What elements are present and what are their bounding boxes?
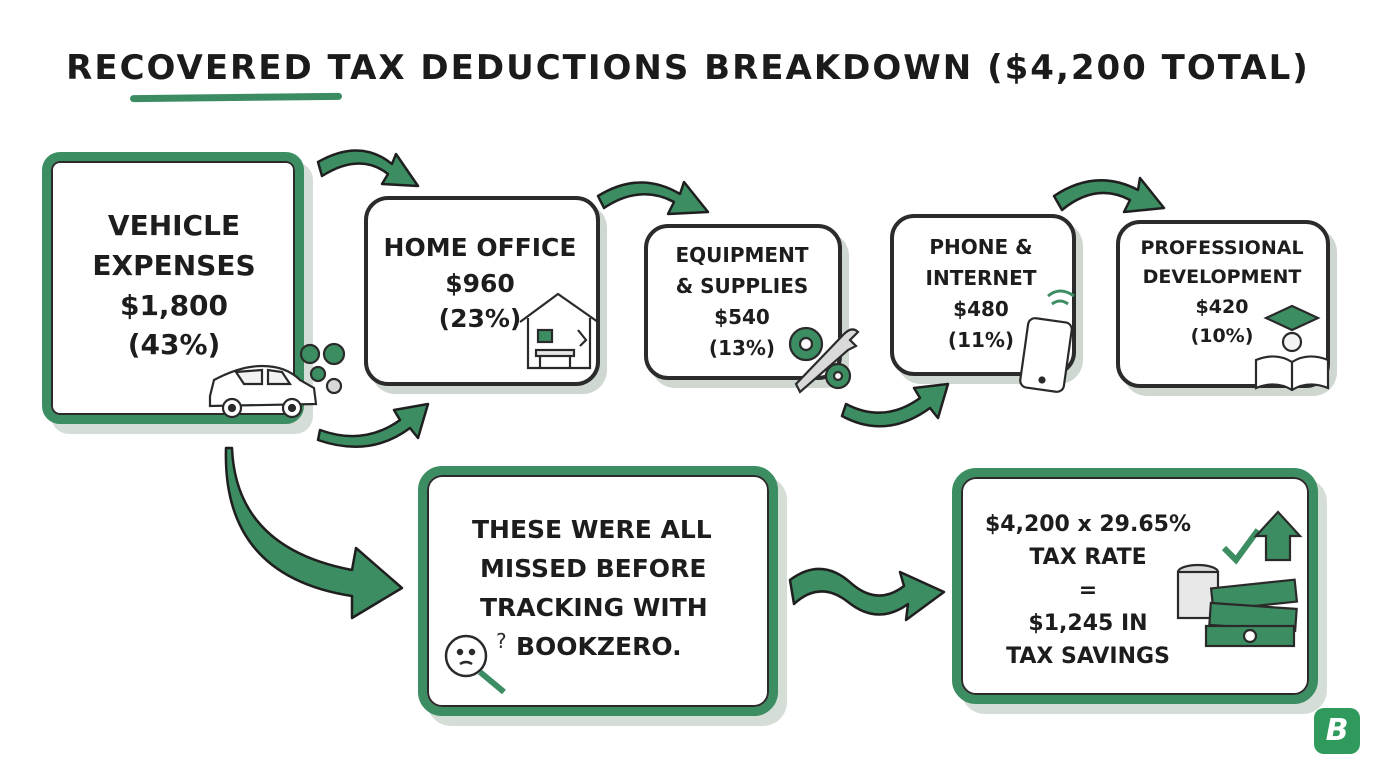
phone-name-line-2: INTERNET (925, 266, 1037, 290)
home-office-percent: (23%) (438, 304, 522, 333)
arrow-vehicle-lower (316, 402, 430, 448)
house-desk-icon (519, 292, 599, 370)
car-money-icon (208, 342, 346, 419)
phone-internet-label: PHONE & INTERNET $480 (11%) (906, 232, 1056, 356)
vehicle-name-line-1: VEHICLE (107, 209, 241, 242)
equipment-amount: $540 (714, 305, 770, 329)
professional-development-label: PROFESSIONAL DEVELOPMENT $420 (10%) (1124, 234, 1320, 352)
arrow-vehicle-to-missed-note (224, 446, 404, 620)
missed-line-3: TRACKING WITH (480, 593, 708, 622)
equipment-supplies-label: EQUIPMENT & SUPPLIES $540 (13%) (662, 240, 822, 364)
smartphone-wifi-icon (1019, 289, 1075, 393)
professional-name-line-2: DEVELOPMENT (1142, 266, 1302, 289)
phone-percent: (11%) (947, 328, 1015, 352)
arrow-equipment-to-phone (840, 382, 950, 428)
phone-name-line-1: PHONE & (929, 235, 1033, 259)
arrow-phone-to-professional (1052, 176, 1166, 214)
savings-line-4: $1,245 IN (1028, 611, 1148, 636)
magnifier-question-icon: ? (444, 629, 507, 695)
arrow-missed-to-savings (788, 567, 946, 622)
savings-line-1: $4,200 x 29.65% (984, 512, 1192, 537)
equipment-percent: (13%) (708, 336, 776, 360)
equipment-name-line-2: & SUPPLIES (675, 274, 809, 298)
gears-wrench-icon (788, 326, 860, 394)
graduation-book-icon (1254, 304, 1330, 392)
savings-line-5: TAX SAVINGS (1006, 644, 1170, 669)
money-stack-check-arrow-icon (1176, 510, 1303, 648)
professional-percent: (10%) (1190, 325, 1254, 348)
missed-line-1: THESE WERE ALL (472, 515, 712, 544)
home-office-amount: $960 (445, 268, 515, 298)
missed-line-2: MISSED BEFORE (480, 554, 707, 583)
savings-line-3: = (1078, 578, 1098, 603)
vehicle-amount: $1,800 (119, 288, 229, 322)
missed-line-4: BOOKZERO. (516, 632, 682, 661)
arrow-vehicle-to-home-office (316, 149, 420, 188)
professional-name-line-1: PROFESSIONAL (1140, 237, 1304, 259)
equipment-name-line-1: EQUIPMENT (675, 243, 809, 267)
vehicle-name-line-2: EXPENSES (92, 248, 256, 282)
missed-note-box (418, 466, 778, 716)
home-office-label: HOME OFFICE $960 (23%) (378, 230, 582, 337)
vehicle-percent: (43%) (127, 328, 221, 362)
vehicle-expenses-label: VEHICLE EXPENSES $1,800 (43%) (74, 206, 274, 365)
bookzero-logo-badge: B (1314, 708, 1360, 754)
phone-amount: $480 (953, 297, 1009, 321)
missed-note-label: THESE WERE ALL MISSED BEFORE TRACKING WI… (458, 510, 748, 666)
home-office-name: HOME OFFICE (383, 233, 577, 262)
svg-text:?: ? (496, 629, 507, 653)
savings-line-2: TAX RATE (1029, 545, 1147, 570)
arrow-home-office-to-equipment (596, 180, 710, 216)
page-title: RECOVERED TAX DEDUCTIONS BREAKDOWN ($4,2… (66, 48, 1310, 88)
tax-savings-label: $4,200 x 29.65% TAX RATE = $1,245 IN TAX… (968, 508, 1208, 673)
professional-amount: $420 (1195, 295, 1249, 318)
